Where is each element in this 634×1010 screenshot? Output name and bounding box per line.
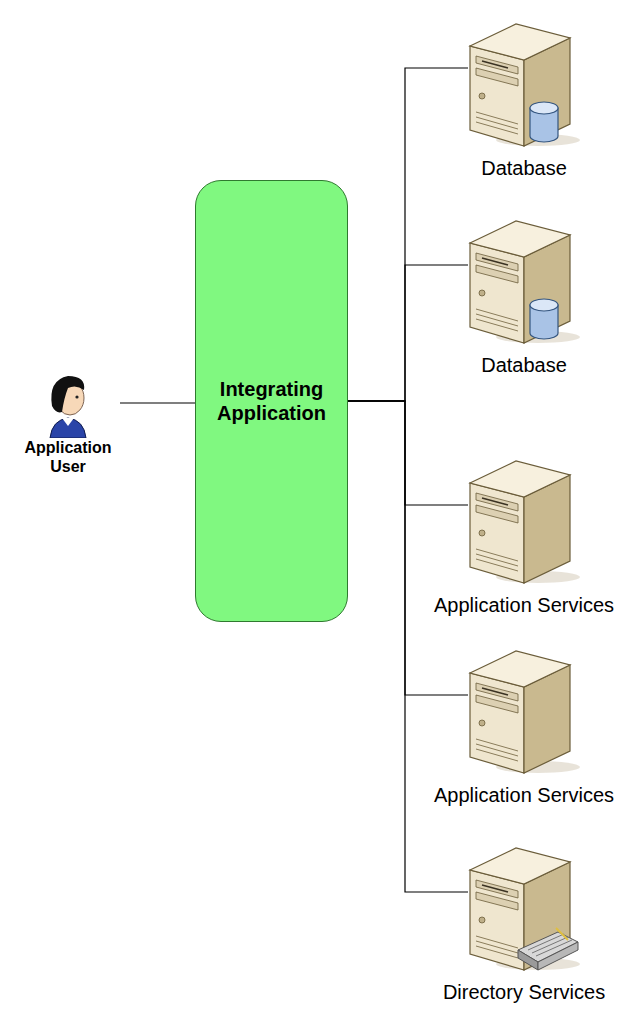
server-icon: [468, 445, 580, 585]
server-node: Application Services: [468, 635, 580, 775]
node-label: Directory Services: [443, 980, 605, 1004]
server-node: Directory Services: [468, 832, 580, 972]
node-label: Application Services: [434, 593, 614, 617]
database-symbol: [468, 205, 580, 345]
connector-line: [348, 401, 468, 695]
server-node: Database: [468, 8, 580, 148]
box-title: Integrating Application: [206, 377, 337, 425]
connector-line: [348, 401, 468, 505]
server-node: Application Services: [468, 445, 580, 585]
node-label: Application User: [16, 438, 120, 476]
node-label: Database: [481, 156, 567, 180]
person-icon: [38, 368, 98, 438]
user-actor: Application User: [16, 368, 120, 476]
server-icon: [468, 8, 580, 148]
directory-tray-symbol: [468, 832, 580, 972]
node-label: Database: [481, 353, 567, 377]
connector-line: [348, 401, 468, 892]
database-symbol: [468, 8, 580, 148]
server-node: Database: [468, 205, 580, 345]
server-icon: [468, 635, 580, 775]
connector-line: [120, 402, 195, 403]
connector-line: [348, 68, 468, 401]
integration-box: Integrating Application: [195, 180, 348, 622]
server-icon: [468, 205, 580, 345]
node-label: Application Services: [434, 783, 614, 807]
connector-line: [348, 265, 468, 401]
